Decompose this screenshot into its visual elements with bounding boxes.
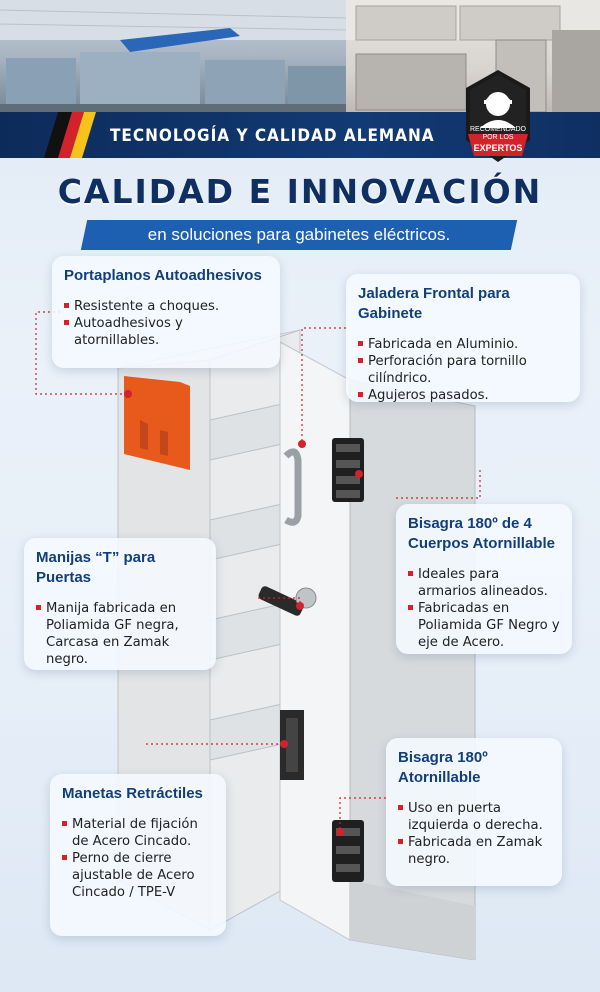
pointer-dot [298,440,306,448]
page-subtitle: en soluciones para gabinetes eléctricos. [147,225,451,244]
card-portaplanos: Portaplanos Autoadhesivos Resistente a c… [52,256,280,368]
card-item: Autoadhesivos y atornillables. [64,315,268,349]
card-title: Jaladera Frontal para Gabinete [358,285,510,322]
card-item: Fabricada en Zamak negro. [398,834,550,868]
pointer-dot [355,470,363,478]
card-item: Perforación para tornillo cilíndrico. [358,353,568,387]
card-jaladera: Jaladera Frontal para Gabinete Fabricada… [346,274,580,404]
card-title: Bisagra 180º Atornillable [398,749,488,786]
card-title: Bisagra 180º de 4 Cuerpos Atornillable [408,515,555,552]
german-flag-icon [44,112,96,158]
card-item: Ideales para armarios alineados. [408,566,560,600]
card-item: Fabricadas en Poliamida GF Negro y eje d… [408,600,560,651]
card-title: Portaplanos Autoadhesivos [64,267,262,284]
card-bisagra-180: Bisagra 180º Atornillable Uso en puerta … [386,738,562,886]
card-manetas: Manetas Retráctiles Material de fijación… [50,774,226,936]
card-item: Fabricada en Aluminio. [358,336,568,353]
pointer-dot [336,828,344,836]
card-item: Material de fijación de Acero Cincado. [62,816,214,850]
card-title: Manetas Retráctiles [62,785,203,802]
badge-recommended-text: RECOMENDADO POR LOS [469,126,526,141]
expert-badge-icon [466,70,530,162]
pointer-dot [296,602,304,610]
card-item: Uso en puerta izquierda o derecha. [398,800,550,834]
page-title: CALIDAD E INNOVACIÓN [57,172,543,211]
factory-photo [0,0,346,120]
banner-text: TECNOLOGÍA Y CALIDAD ALEMANA [110,126,435,146]
card-bisagra-4: Bisagra 180º de 4 Cuerpos Atornillable I… [396,504,572,654]
card-item: Resistente a choques. [64,298,268,315]
pointer-dot [280,740,288,748]
card-item: Perno de cierre ajustable de Acero Cinca… [62,850,214,901]
card-item: Agujeros pasados. [358,387,568,404]
card-title: Manijas “T” para Puertas [36,549,156,586]
badge-experts-text: EXPERTOS [473,143,523,153]
card-manijas-t: Manijas “T” para Puertas Manija fabricad… [24,538,216,670]
pointer-dot [124,390,132,398]
card-item: Manija fabricada en Poliamida GF negra, … [36,600,204,668]
